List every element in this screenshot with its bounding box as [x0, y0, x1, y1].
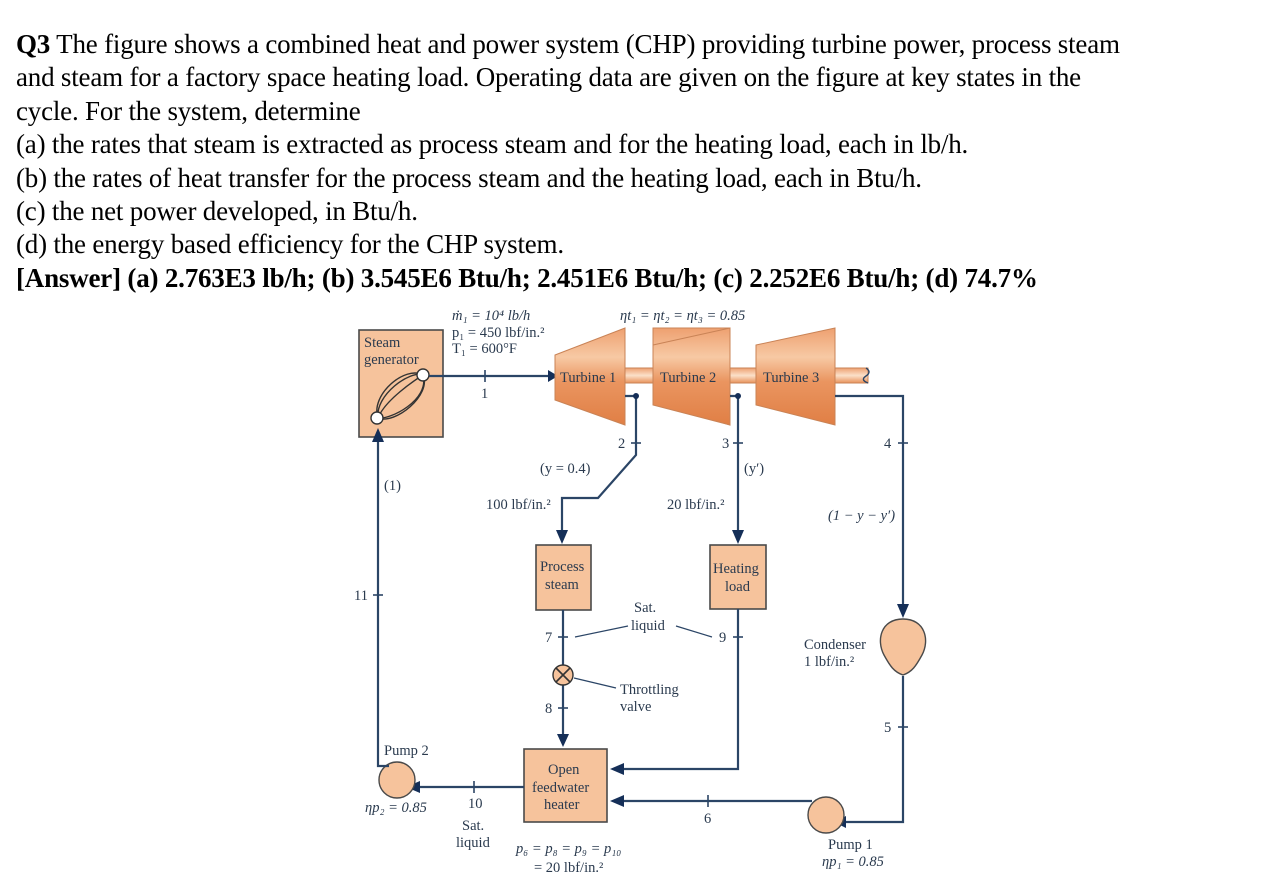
turbine-1 — [554, 327, 626, 426]
sat-liquid-10-label-2: liquid — [456, 835, 491, 851]
pump-1-label: Pump 1 — [828, 837, 873, 853]
question-intro-line-3: cycle. For the system, determine — [16, 95, 361, 126]
open-feedwater-heater — [523, 748, 608, 823]
heating-load — [709, 544, 767, 610]
state-4-label: 4 — [884, 436, 892, 452]
inlet-pressure: p₁ = 450 lbf/in.² — [452, 325, 545, 341]
answer-line: [Answer] (a) 2.763E3 lb/h; (b) 3.545E6 B… — [16, 262, 1038, 293]
fwh-pressure-value: = 20 lbf/in.² — [534, 860, 604, 876]
state-9-label: 9 — [719, 630, 726, 646]
boiler-outlet-node — [416, 368, 430, 382]
sat-liquid-label-2: liquid — [631, 618, 666, 634]
process-steam-label-2: steam — [545, 577, 580, 593]
condenser-label: Condenser — [804, 637, 866, 653]
arrow-into-fwh-from-valve — [557, 734, 569, 747]
open-fwh-label-1: Open — [548, 762, 580, 778]
condenser — [879, 618, 927, 676]
open-fwh-label-3: heater — [544, 797, 580, 813]
arrow-into-process-steam — [556, 530, 568, 544]
pipe-state-4 — [835, 394, 905, 605]
pump-2-efficiency: ηp₂ = 0.85 — [365, 800, 427, 816]
pump-2-label: Pump 2 — [384, 743, 429, 759]
throttling-label-2: valve — [620, 699, 651, 715]
throttling-label-1: Throttling — [620, 682, 679, 698]
fraction-y-prime: (y′) — [744, 461, 764, 477]
throttling-leader — [573, 677, 617, 689]
fraction-rest: (1 − y − y′) — [828, 508, 895, 524]
inlet-temperature: T₁ = 600°F — [452, 341, 517, 357]
pipe-state-5 — [846, 676, 905, 824]
state-10-label: 10 — [468, 796, 483, 812]
arrow-into-fwh-from-heating — [610, 763, 624, 775]
turbine-3 — [755, 327, 836, 426]
sat-liquid-label-1: Sat. — [634, 600, 656, 616]
condenser-pressure: 1 lbf/in.² — [804, 654, 855, 670]
turbine-2-shape — [652, 327, 731, 426]
throttling-valve-x-icon — [555, 667, 571, 683]
state-7-label: 7 — [545, 630, 552, 646]
pressure-process: 100 lbf/in.² — [486, 497, 551, 513]
sat-liquid-leader-7 — [574, 625, 629, 638]
heating-load-label-2: load — [725, 579, 751, 595]
state-3-label: 3 — [722, 436, 729, 452]
fraction-one: (1) — [384, 478, 401, 494]
junction-2 — [633, 393, 639, 399]
pump-1-efficiency: ηp₁ = 0.85 — [822, 854, 884, 870]
question-intro-line-1: Q3 The figure shows a combined heat and … — [16, 29, 1120, 59]
question-part-a: (a) the rates that steam is extracted as… — [16, 129, 969, 160]
steam-generator-label-2: generator — [364, 352, 419, 368]
boiler-inlet-node — [370, 411, 384, 425]
arrow-into-turbine-1 — [548, 370, 558, 382]
turbine-1-label: Turbine 1 — [560, 370, 616, 386]
sat-liquid-leader-9 — [675, 625, 713, 638]
pipe-state-11 — [376, 440, 389, 768]
state-1-label: 1 — [481, 386, 488, 402]
arrow-into-steam-generator — [372, 428, 384, 442]
pump-1 — [807, 796, 845, 834]
fraction-y: (y = 0.4) — [540, 461, 591, 477]
state-11-label: 11 — [354, 588, 368, 604]
arrow-into-heating-load — [732, 530, 744, 544]
shaft-break-icon — [862, 367, 870, 384]
state-2-label: 2 — [618, 436, 625, 452]
process-steam-label-1: Process — [540, 559, 585, 575]
pressure-heating: 20 lbf/in.² — [667, 497, 725, 513]
turbine-2-label: Turbine 2 — [660, 370, 716, 386]
steam-generator-label-1: Steam — [364, 335, 401, 351]
state-8-label: 8 — [545, 701, 552, 717]
question-part-d: (d) the energy based efficiency for the … — [16, 229, 564, 260]
question-number: Q3 — [16, 29, 51, 59]
pipe-state-3 — [730, 394, 740, 532]
heating-load-label-1: Heating — [713, 561, 759, 577]
inlet-mass-flow: ṁ₁ = 10⁴ lb/h — [452, 308, 530, 324]
arrow-into-condenser — [897, 604, 909, 618]
state-5-label: 5 — [884, 720, 891, 736]
state-6-label: 6 — [704, 811, 711, 827]
turbine-efficiency: ηt₁ = ηt₂ = ηt₃ = 0.85 — [620, 308, 745, 324]
fwh-pressures: p₆ = p₈ = p₉ = p₁₀ — [515, 841, 621, 857]
question-text: Q3 The figure shows a combined heat and … — [16, 28, 1276, 295]
junction-3 — [735, 393, 741, 399]
pump-2 — [378, 761, 416, 799]
question-part-b: (b) the rates of heat transfer for the p… — [16, 162, 922, 193]
question-part-c: (c) the net power developed, in Btu/h. — [16, 196, 418, 227]
open-fwh-label-2: feedwater — [532, 780, 589, 796]
sat-liquid-10-label-1: Sat. — [462, 818, 484, 834]
question-intro-line-2: and steam for a factory space heating lo… — [16, 62, 1081, 93]
pipe-state-9 — [622, 609, 740, 771]
arrow-into-fwh-from-pump-1 — [610, 795, 624, 807]
turbine-3-label: Turbine 3 — [763, 370, 819, 386]
